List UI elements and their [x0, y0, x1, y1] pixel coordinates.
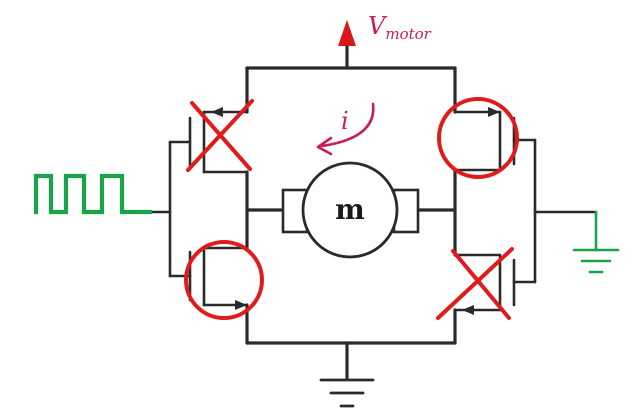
supply-arrow	[338, 20, 356, 46]
supply-label-subscript: motor	[385, 25, 431, 43]
on-highlight-bottom-left	[184, 240, 264, 320]
left-gate-bus	[148, 140, 172, 278]
supply-label: Vmotor	[368, 12, 432, 43]
off-cross-top-left	[186, 99, 254, 172]
on-highlight-top-right	[437, 97, 519, 179]
right-ground-symbol	[572, 210, 620, 274]
mosfet-bottom-left	[168, 246, 249, 310]
mosfet-bottom-right	[453, 253, 537, 315]
mosfet-top-right	[453, 107, 537, 172]
ground-symbol	[319, 378, 375, 408]
current-arrow	[316, 102, 375, 156]
right-gate-bus	[533, 138, 598, 284]
mosfet-top-left	[168, 107, 249, 174]
motor-symbol: m	[281, 161, 420, 259]
current-label: i	[341, 107, 349, 135]
pwm-input-signal	[33, 173, 153, 215]
supply-label-main: V	[368, 12, 388, 40]
motor-label: m	[335, 193, 365, 226]
off-cross-bottom-right	[436, 247, 514, 320]
